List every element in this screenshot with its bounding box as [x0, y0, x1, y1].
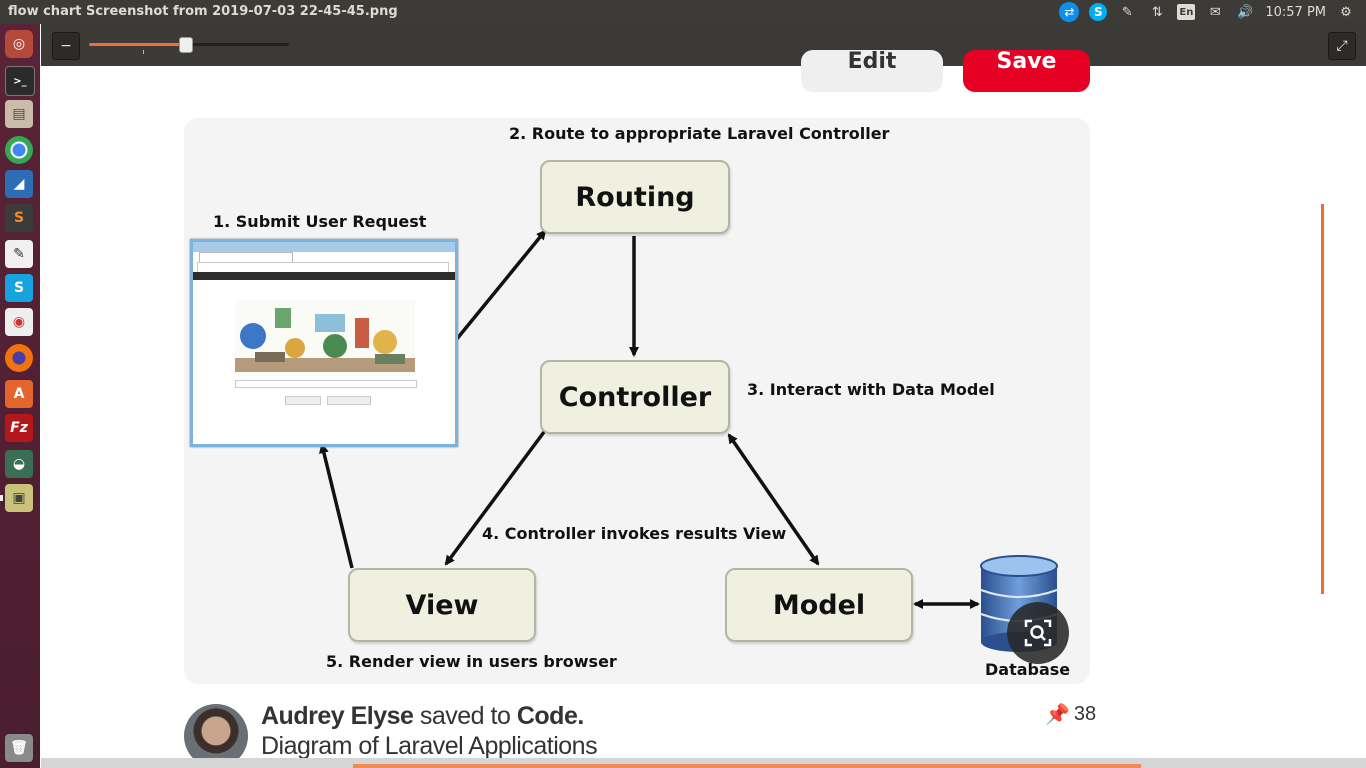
skype-icon[interactable]: S	[5, 274, 33, 302]
image-viewer-icon[interactable]: ▣	[5, 484, 33, 512]
browser-lucky-button	[327, 396, 371, 405]
model-node: Model	[725, 568, 913, 642]
mail-icon[interactable]: ✉	[1209, 4, 1221, 20]
fullscreen-button[interactable]: ⤢	[1328, 32, 1356, 60]
paperclip-icon[interactable]: ✎	[1121, 4, 1133, 20]
browser-nav-bar	[193, 272, 455, 280]
browser-search-box	[235, 380, 417, 388]
zoom-slider-thumb[interactable]	[179, 37, 193, 53]
ubuntu-dash-icon[interactable]: ◎	[5, 30, 33, 58]
sublime-icon[interactable]: S	[5, 204, 33, 232]
arrow-controller-to-view	[444, 430, 546, 566]
attribution-line: Audrey Elyse saved to Code.	[261, 702, 584, 731]
save-button-label: Save	[996, 50, 1057, 74]
author-link[interactable]: Audrey Elyse	[261, 702, 414, 730]
step-1-label: 1. Submit User Request	[213, 212, 427, 231]
bottom-scrollbar[interactable]	[41, 758, 1366, 768]
step-3-label: 3. Interact with Data Model	[747, 380, 995, 399]
software-center-icon[interactable]: A	[5, 380, 33, 408]
saved-to-text: saved to	[419, 702, 511, 730]
save-button[interactable]: Save	[963, 50, 1090, 92]
avatar[interactable]	[184, 704, 248, 768]
text-editor-icon[interactable]: ✎	[5, 240, 33, 268]
pin-content: Edit Save 2. Route to appropriate Larave…	[41, 50, 1366, 768]
system-tray: ⇄ S ✎ ⇅ En ✉ 🔊 10:57 PM ⚙	[1059, 0, 1366, 24]
scroll-indicator	[1321, 204, 1324, 594]
clock[interactable]: 10:57 PM	[1265, 4, 1326, 20]
diagram-image[interactable]: 2. Route to appropriate Laravel Controll…	[184, 118, 1090, 684]
diagram-arrows	[319, 229, 980, 609]
chrome-icon[interactable]	[5, 136, 33, 164]
google-doodle	[235, 300, 415, 376]
arrow-controller-model	[727, 433, 820, 566]
trash-icon[interactable]: 🗑	[5, 734, 33, 762]
firefox-icon[interactable]	[5, 344, 33, 372]
android-studio-icon[interactable]: ◒	[5, 450, 33, 478]
zoom-out-button[interactable]: −	[52, 32, 80, 60]
step-5-label: 5. Render view in users browser	[326, 652, 617, 671]
network-arrows-icon[interactable]: ⇅	[1151, 4, 1163, 20]
arrow-view-to-browser	[319, 443, 354, 569]
vscode-icon[interactable]: ◢	[5, 170, 33, 198]
saves-count-value: 38	[1073, 703, 1097, 725]
controller-node: Controller	[540, 360, 730, 434]
window-title: flow chart Screenshot from 2019-07-03 22…	[8, 4, 398, 19]
step-2-label: 2. Route to appropriate Laravel Controll…	[509, 124, 890, 143]
view-node: View	[348, 568, 536, 642]
terminal-icon[interactable]: >_	[5, 66, 35, 96]
edit-button-label: Edit	[847, 50, 897, 74]
board-link[interactable]: Code.	[516, 702, 584, 730]
visual-search-button[interactable]	[1007, 602, 1069, 664]
lens-search-icon	[1024, 619, 1052, 647]
gnome-screenshot-icon[interactable]: ◉	[5, 308, 33, 336]
pushpin-icon: 📌	[1045, 704, 1070, 726]
viewer-toolbar: − ⤢	[41, 24, 1366, 67]
launcher-active-pip	[0, 495, 3, 501]
gear-icon[interactable]: ⚙	[1340, 4, 1352, 20]
teamviewer-icon[interactable]: ⇄	[1059, 2, 1080, 22]
language-indicator[interactable]: En	[1177, 4, 1196, 20]
pin-title: Diagram of Laravel Applications	[261, 732, 598, 760]
database-label: Database	[985, 660, 1071, 679]
launcher: ◎ >_ ▤ ◢ S ✎ S ◉ A Fz ◒ ▣ 🗑	[0, 24, 40, 768]
zoom-slider-fill	[89, 43, 185, 46]
saves-count: 📌 38	[1045, 702, 1096, 727]
browser-screenshot-thumbnail	[190, 239, 458, 447]
volume-icon[interactable]: 🔊	[1237, 4, 1254, 20]
arrow-browser-to-routing	[454, 229, 547, 342]
edit-button[interactable]: Edit	[801, 50, 943, 92]
skype-icon[interactable]: S	[1089, 3, 1108, 21]
filezilla-icon[interactable]: Fz	[5, 414, 33, 442]
browser-search-button	[285, 396, 321, 405]
top-panel: flow chart Screenshot from 2019-07-03 22…	[0, 0, 1366, 24]
files-icon[interactable]: ▤	[5, 100, 33, 128]
routing-node: Routing	[540, 160, 730, 234]
browser-titlebar	[193, 242, 455, 252]
zoom-slider-tick	[143, 50, 144, 54]
bottom-scrollbar-thumb[interactable]	[353, 764, 1141, 768]
step-4-label: 4. Controller invokes results View	[482, 524, 787, 543]
